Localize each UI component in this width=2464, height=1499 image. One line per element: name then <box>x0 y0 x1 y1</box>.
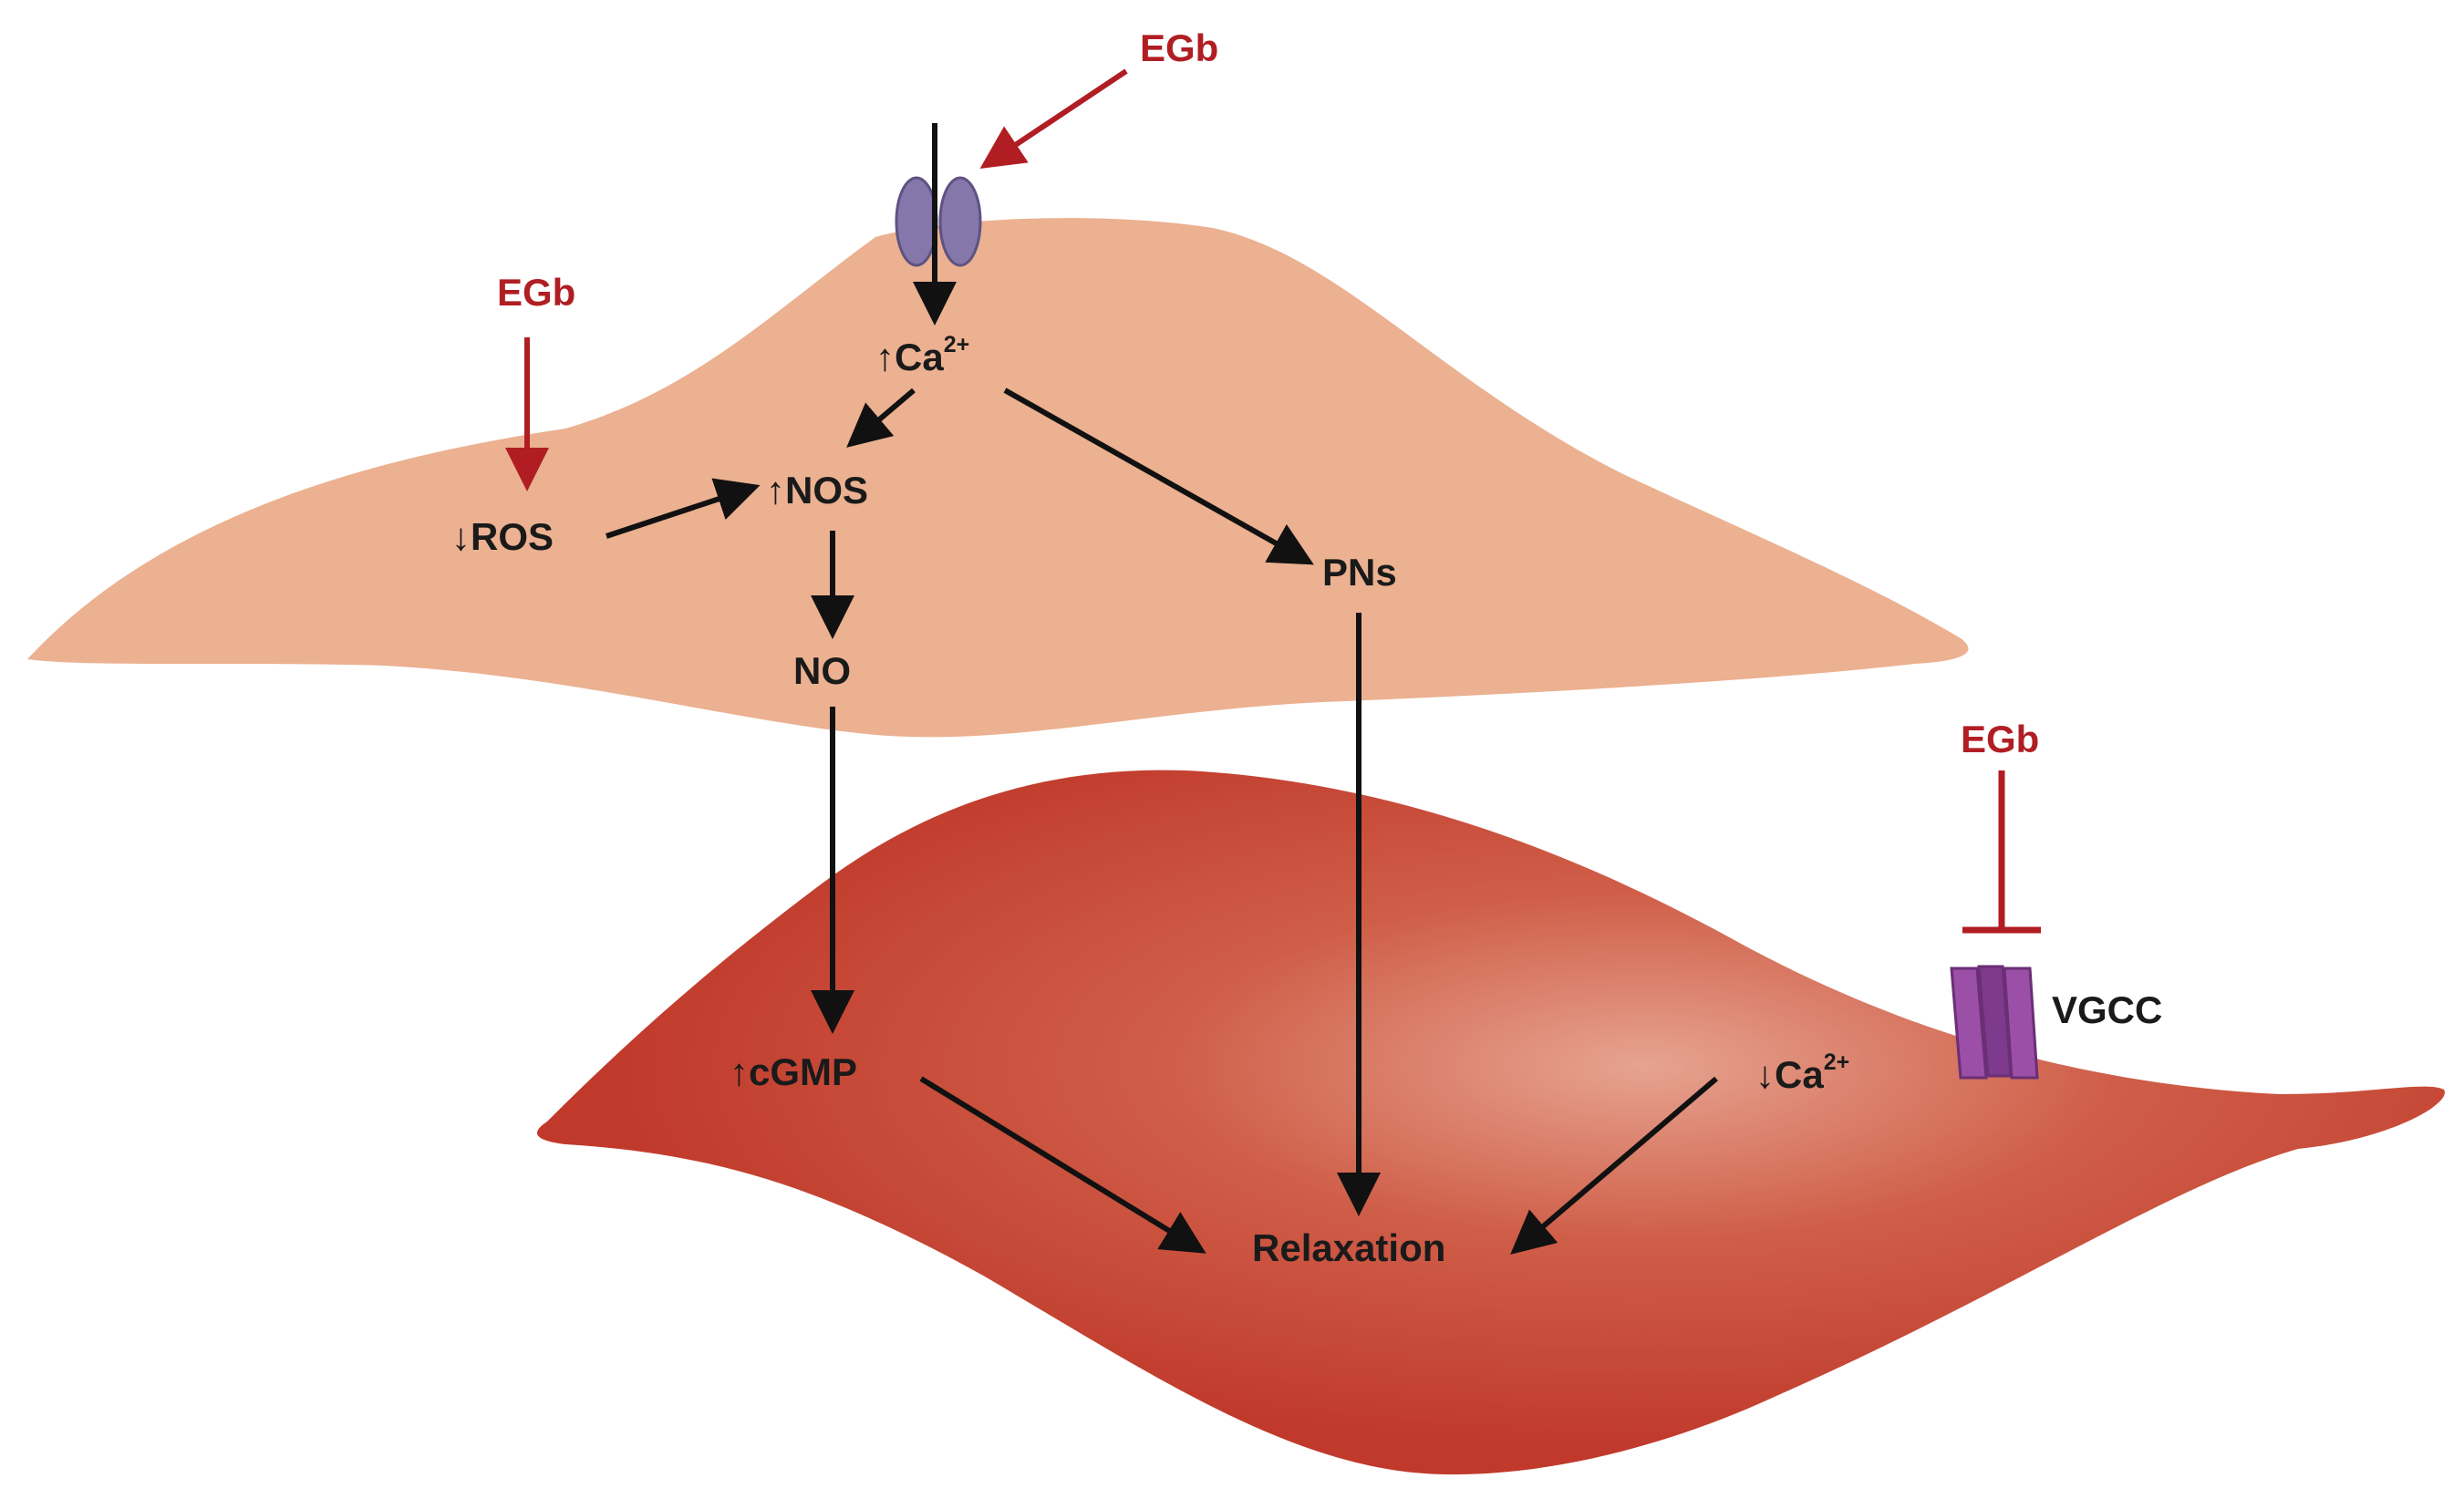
arrow-ca-to-pns <box>1003 388 1314 565</box>
arrow-ca-to-nos <box>846 388 916 448</box>
arrow-ros-to-nos <box>606 478 761 539</box>
vgcc-label: VGCC <box>2052 988 2162 1031</box>
ion-channel-icon <box>895 176 982 267</box>
voltage-gated-calcium-channel-icon <box>1950 965 2039 1080</box>
cgmp-label: ↑cGMP <box>730 1050 857 1093</box>
ros-label: ↓ROS <box>451 515 554 558</box>
no-label: NO <box>793 649 851 692</box>
egb-label-top: EGb <box>1140 26 1218 69</box>
smooth-muscle-cell <box>536 770 2445 1475</box>
endothelial-cell <box>27 218 1969 738</box>
egb-label-left: EGb <box>497 271 575 314</box>
inhibition-egb-vgcc <box>1962 770 2041 934</box>
arrow-ca-down-to-relaxation <box>1510 1076 1718 1255</box>
arrow-cgmp-to-relaxation <box>919 1076 1206 1254</box>
pns-label: PNs <box>1322 551 1397 594</box>
egb-label-right: EGb <box>1961 718 2039 760</box>
nos-label: ↑NOS <box>766 469 868 512</box>
ca-decrease-label: ↓Ca2+ <box>1755 1049 1849 1096</box>
relaxation-label: Relaxation <box>1252 1226 1445 1269</box>
arrow-egb-to-channel <box>979 68 1128 169</box>
ca-increase-label: ↑Ca2+ <box>875 332 969 378</box>
